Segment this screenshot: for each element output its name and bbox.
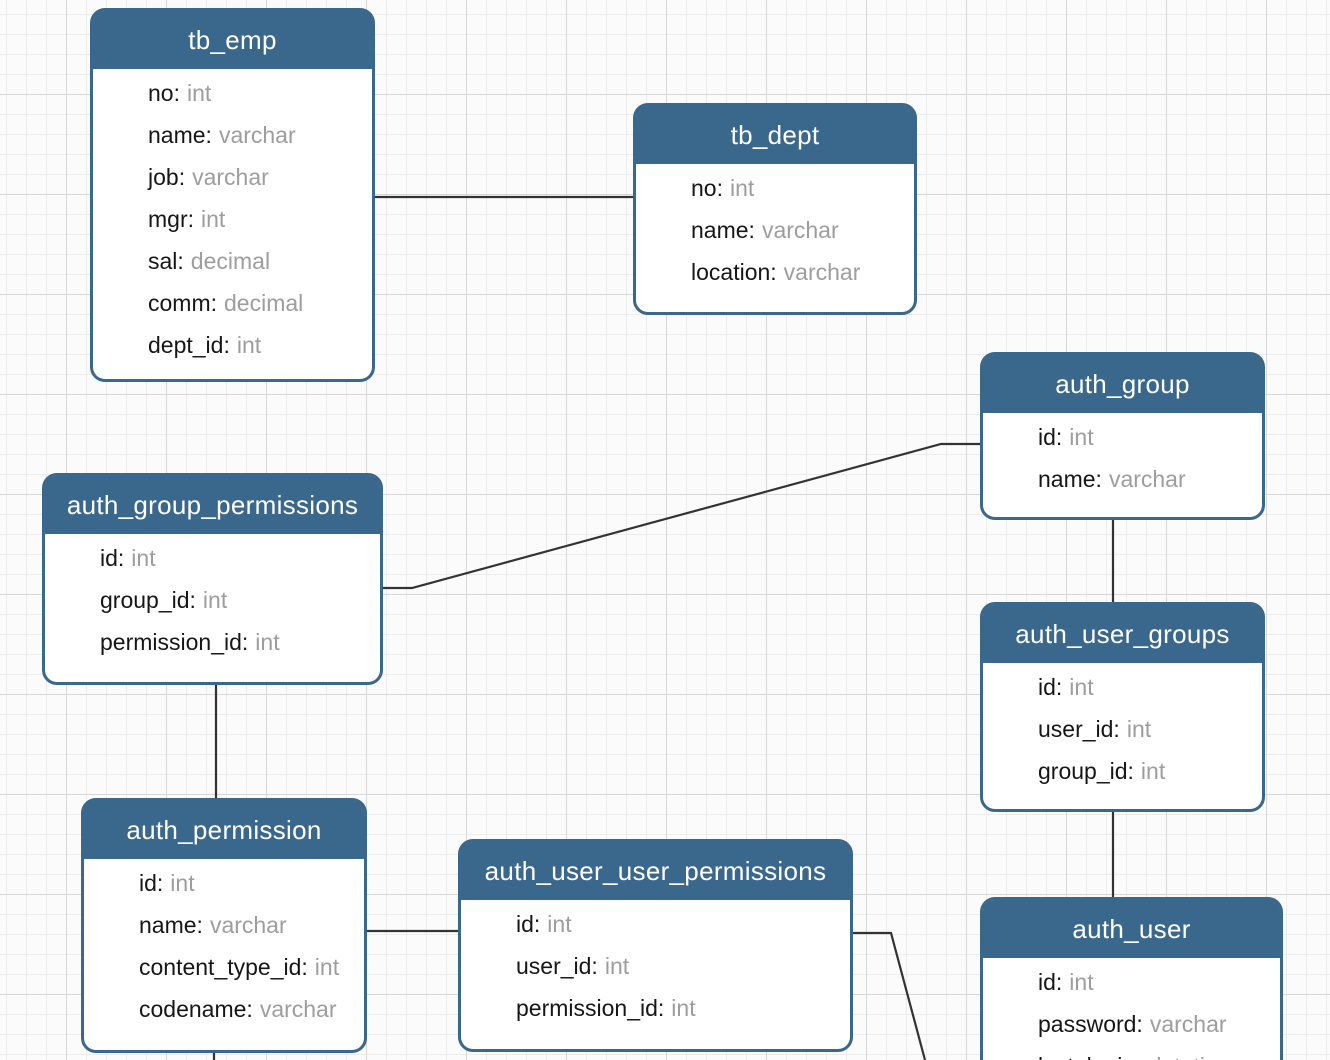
table-title[interactable]: auth_group (983, 355, 1262, 413)
table-title[interactable]: auth_permission (84, 801, 364, 859)
field-row: id:int (1038, 968, 1094, 995)
table-fields: id:int user_id:int permission_id:int (461, 900, 850, 1029)
field-row: permission_id:int (516, 994, 696, 1021)
connector-auth_user_user_permissions-offscreen (851, 931, 927, 1060)
table-title[interactable]: auth_user_groups (983, 605, 1262, 663)
field-row: name:varchar (691, 216, 839, 243)
field-row: no:int (148, 79, 212, 106)
field-row: name:varchar (148, 121, 296, 148)
field-row: codename:varchar (139, 995, 337, 1022)
table-auth_user_groups[interactable]: auth_user_groups id:int user_id:int grou… (980, 602, 1265, 812)
field-row: user_id:int (516, 952, 630, 979)
table-tb_dept[interactable]: tb_dept no:int name:varchar location:var… (633, 103, 917, 315)
table-title[interactable]: tb_emp (93, 11, 372, 69)
table-fields: id:int password:varchar last_login:datet… (983, 958, 1280, 1060)
field-row: group_id:int (1038, 757, 1166, 784)
table-fields: no:int name:varchar job:varchar mgr:int … (93, 69, 372, 366)
table-fields: no:int name:varchar location:varchar (636, 164, 914, 293)
field-row: id:int (1038, 673, 1094, 700)
field-row: comm:decimal (148, 289, 304, 316)
field-row: last_login:datetime (983, 1045, 1280, 1060)
table-fields: id:int group_id:int permission_id:int (45, 534, 380, 663)
table-auth_user[interactable]: auth_user id:int password:varchar last_l… (980, 897, 1283, 1060)
field-row: user_id:int (1038, 715, 1152, 742)
table-fields: id:int name:varchar content_type_id:int … (84, 859, 364, 1030)
field-row: name:varchar (139, 911, 287, 938)
table-tb_emp[interactable]: tb_emp no:int name:varchar job:varchar m… (90, 8, 375, 382)
table-title[interactable]: auth_group_permissions (45, 476, 380, 534)
field-row: id:int (516, 910, 572, 937)
table-auth_group[interactable]: auth_group id:int name:varchar (980, 352, 1265, 520)
table-title[interactable]: tb_dept (636, 106, 914, 164)
table-fields: id:int user_id:int group_id:int (983, 663, 1262, 792)
table-fields: id:int name:varchar (983, 413, 1262, 500)
field-row: permission_id:int (100, 628, 280, 655)
table-auth_permission[interactable]: auth_permission id:int name:varchar cont… (81, 798, 367, 1053)
field-row: id:int (100, 544, 156, 571)
field-row: id:int (1038, 423, 1094, 450)
field-row: job:varchar (148, 163, 269, 190)
table-title[interactable]: auth_user_user_permissions (461, 842, 850, 900)
field-row: group_id:int (100, 586, 228, 613)
table-auth_group_permissions[interactable]: auth_group_permissions id:int group_id:i… (42, 473, 383, 685)
field-row: location:varchar (691, 258, 861, 285)
field-row: id:int (139, 869, 195, 896)
field-row: sal:decimal (148, 247, 271, 274)
field-row: password:varchar (1038, 1010, 1227, 1037)
field-row: no:int (691, 174, 755, 201)
field-row: mgr:int (148, 205, 226, 232)
field-row: dept_id:int (148, 331, 262, 358)
connector-auth_group_permissions-auth_group (383, 442, 982, 590)
field-row: name:varchar (1038, 465, 1186, 492)
field-row: content_type_id:int (139, 953, 340, 980)
table-title[interactable]: auth_user (983, 900, 1280, 958)
table-auth_user_user_permissions[interactable]: auth_user_user_permissions id:int user_i… (458, 839, 853, 1052)
